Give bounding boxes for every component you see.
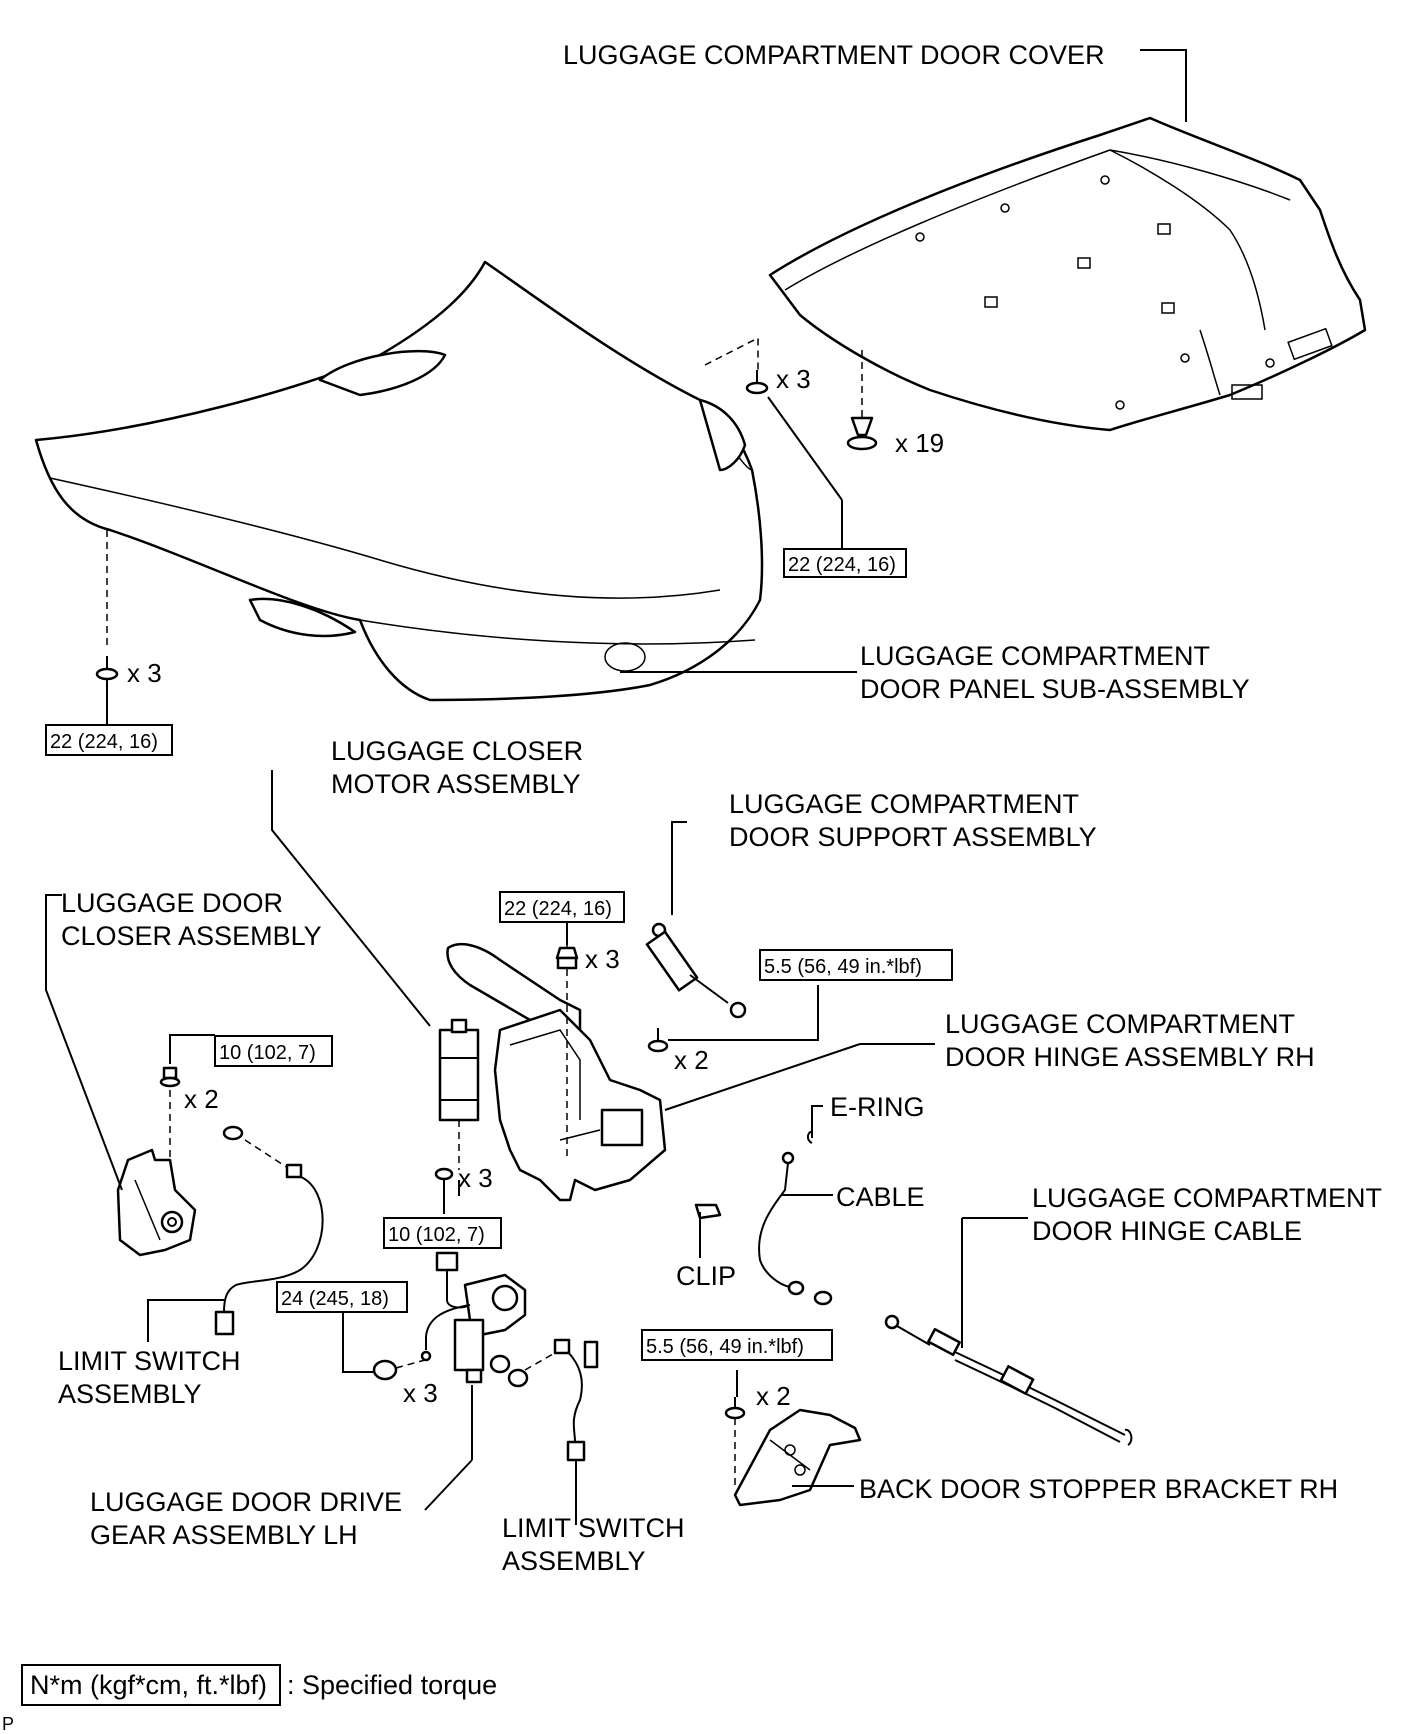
door-closer-part — [45, 894, 215, 1257]
drive-gear-bolt — [342, 1312, 432, 1381]
stopper-bracket-part — [724, 1370, 862, 1507]
label-hinge-cable-line1: LUGGAGE COMPARTMENT — [1032, 1183, 1382, 1213]
clip-fastener — [846, 350, 878, 451]
label-support-line1: LUGGAGE COMPARTMENT — [729, 789, 1079, 819]
door-panel-part — [34, 260, 764, 702]
panel-bolt-left — [95, 530, 119, 724]
qty-hinge-nut: x 3 — [585, 944, 620, 974]
part-labels: LUGGAGE COMPARTMENT DOOR COVER LUGGAGE C… — [58, 40, 1382, 1576]
limit-switch-mid-part — [489, 1338, 599, 1525]
label-hinge-line1: LUGGAGE COMPARTMENT — [945, 1009, 1295, 1039]
label-hinge-cable-line2: DOOR HINGE CABLE — [1032, 1216, 1302, 1246]
label-limit-switch-left-line2: ASSEMBLY — [58, 1379, 202, 1409]
corner-code: P — [2, 1714, 14, 1734]
torque-stopper: 5.5 (56, 49 in.*lbf) — [646, 1336, 804, 1358]
support-strut-part — [645, 821, 747, 1019]
closer-motor-part — [271, 770, 480, 1214]
label-drive-gear-line1: LUGGAGE DOOR DRIVE — [90, 1487, 402, 1517]
torque-drive: 24 (245, 18) — [281, 1288, 389, 1310]
label-door-closer-line1: LUGGAGE DOOR — [61, 888, 283, 918]
quantity-labels: x 3 x 19 x 3 x 3 x 2 x 2 x 3 x 3 x 2 — [127, 364, 944, 1411]
label-door-panel-line1: LUGGAGE COMPARTMENT — [860, 641, 1210, 671]
qty-stopper: x 2 — [756, 1381, 791, 1411]
legend-description: : Specified torque — [287, 1670, 497, 1700]
label-door-cover: LUGGAGE COMPARTMENT DOOR COVER — [563, 40, 1105, 70]
torque-panel-left: 22 (224, 16) — [50, 731, 158, 753]
qty-panel-bolt: x 3 — [776, 364, 811, 394]
hinge-cable-part — [884, 1217, 1133, 1446]
label-support-line2: DOOR SUPPORT ASSEMBLY — [729, 822, 1097, 852]
label-limit-switch-mid-line1: LIMIT SWITCH — [502, 1513, 685, 1543]
support-bolt — [647, 985, 819, 1053]
torque-motor: 10 (102, 7) — [388, 1224, 485, 1246]
qty-closer: x 2 — [184, 1084, 219, 1114]
label-clip: CLIP — [676, 1261, 736, 1291]
label-stopper-bracket: BACK DOOR STOPPER BRACKET RH — [859, 1474, 1338, 1504]
label-limit-switch-left-line1: LIMIT SWITCH — [58, 1346, 241, 1376]
drive-gear-part — [425, 1251, 527, 1384]
label-cable: CABLE — [836, 1182, 925, 1212]
label-door-closer-line2: CLOSER ASSEMBLY — [61, 921, 322, 951]
torque-closer: 10 (102, 7) — [219, 1042, 316, 1064]
label-hinge-line2: DOOR HINGE ASSEMBLY RH — [945, 1042, 1315, 1072]
torque-hinge-nut: 22 (224, 16) — [504, 898, 612, 920]
panel-bolt-right — [704, 336, 843, 548]
cable-part — [758, 1105, 833, 1306]
torque-legend: N*m (kgf*cm, ft.*lbf) : Specified torque — [21, 1664, 497, 1706]
qty-support: x 2 — [674, 1045, 709, 1075]
torque-support: 5.5 (56, 49 in.*lbf) — [764, 956, 922, 978]
label-e-ring: E-RING — [830, 1092, 925, 1122]
label-closer-motor-line2: MOTOR ASSEMBLY — [331, 769, 581, 799]
label-door-panel-line2: DOOR PANEL SUB-ASSEMBLY — [860, 674, 1250, 704]
torque-panel-right: 22 (224, 16) — [788, 554, 896, 576]
legend-unit-box: N*m (kgf*cm, ft.*lbf) — [30, 1670, 267, 1700]
label-drive-gear-line2: GEAR ASSEMBLY LH — [90, 1520, 358, 1550]
qty-drive: x 3 — [403, 1378, 438, 1408]
limit-switch-left-part — [147, 1125, 324, 1342]
qty-motor: x 3 — [458, 1163, 493, 1193]
qty-panel-left: x 3 — [127, 658, 162, 688]
label-limit-switch-mid-line2: ASSEMBLY — [502, 1546, 646, 1576]
qty-clip: x 19 — [895, 428, 944, 458]
hinge-assembly-part — [446, 943, 667, 1202]
clip-part — [694, 1203, 722, 1258]
label-closer-motor-line1: LUGGAGE CLOSER — [331, 736, 583, 766]
torque-boxes: 22 (224, 16) 22 (224, 16) 22 (224, 16) 5… — [45, 548, 953, 1361]
door-cover-part — [768, 116, 1367, 432]
